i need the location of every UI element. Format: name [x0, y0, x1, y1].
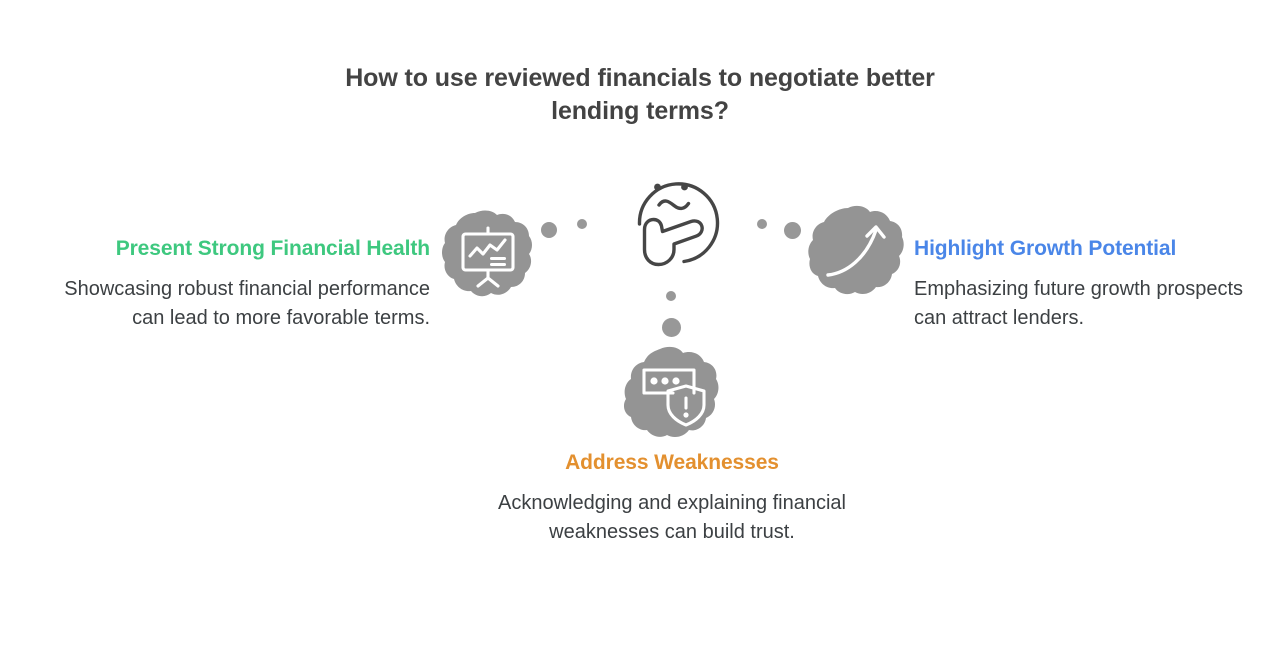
branch-right-body: Emphasizing future growth prospects can …: [914, 278, 1244, 330]
branch-bottom-heading: Address Weaknesses: [565, 451, 779, 474]
connector-dot: [541, 222, 557, 238]
connector-dot: [662, 318, 681, 337]
branch-left-heading: Present Strong Financial Health: [115, 237, 430, 260]
thinking-face-icon: [612, 148, 738, 274]
connector-dot: [577, 219, 587, 229]
connector-dot: [666, 291, 676, 301]
connector-dot: [757, 219, 767, 229]
shield-alert-window-icon[interactable]: [623, 345, 720, 441]
branch-left-body: Showcasing robust financial performance …: [64, 278, 430, 330]
branch-right: Highlight Growth Potential Emphasizing f…: [914, 236, 1244, 333]
branch-bottom-body: Acknowledging and explaining financial w…: [497, 492, 847, 544]
branch-left: Present Strong Financial Health Showcasi…: [30, 236, 430, 333]
connector-dot: [784, 222, 801, 239]
branch-bottom: Address Weaknesses Acknowledging and exp…: [472, 450, 872, 547]
presentation-chart-icon[interactable]: [440, 207, 536, 303]
branch-right-heading: Highlight Growth Potential: [914, 237, 1177, 260]
page-title: How to use reviewed financials to negoti…: [345, 64, 935, 125]
growth-arrow-icon[interactable]: [808, 203, 904, 299]
